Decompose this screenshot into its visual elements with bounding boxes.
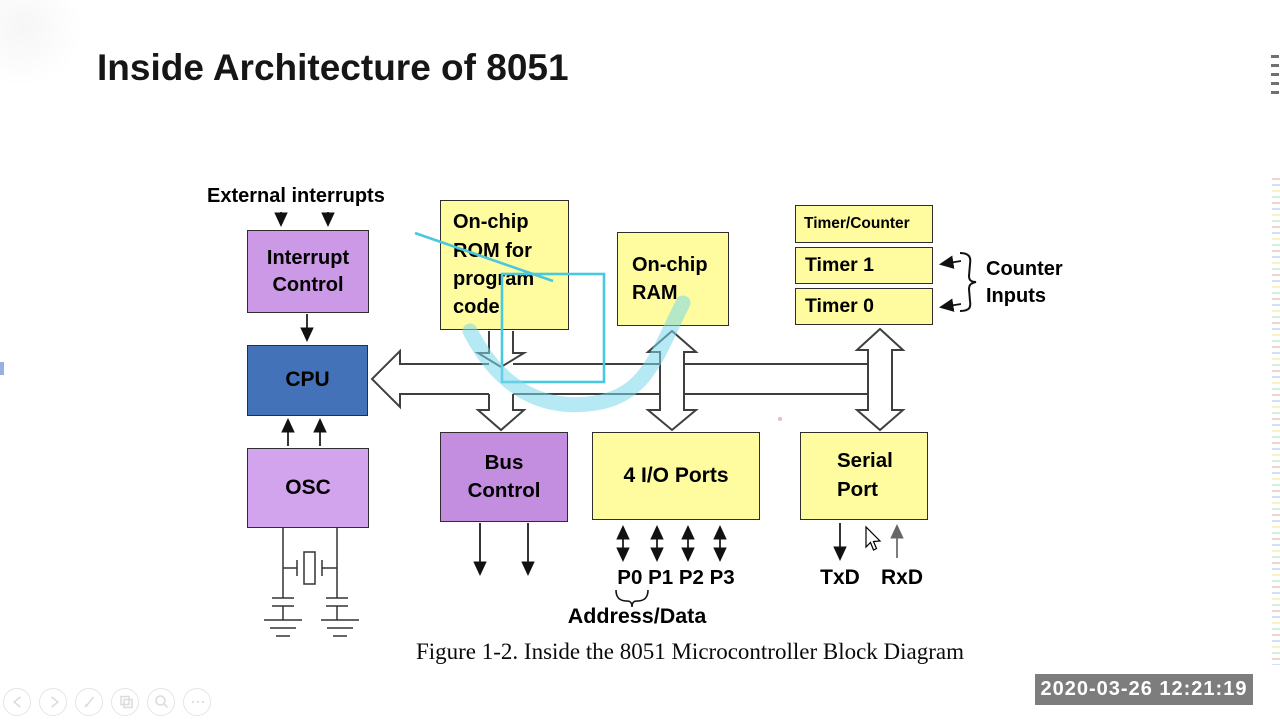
pen-button[interactable] bbox=[75, 688, 103, 716]
label-port-pins: P0 P1 P2 P3 bbox=[617, 566, 735, 589]
slides-icon bbox=[120, 695, 133, 709]
crystal-circuit bbox=[264, 528, 359, 637]
label-counter-inputs: Counter Inputs bbox=[986, 258, 1063, 307]
label-rxd: RxD bbox=[880, 566, 923, 589]
more-icon bbox=[191, 700, 205, 704]
previous-button[interactable] bbox=[3, 688, 31, 716]
label-txd: TxD bbox=[820, 566, 860, 589]
block-serial-port: Serial Port bbox=[800, 432, 928, 520]
mouse-cursor bbox=[865, 525, 882, 551]
play-button[interactable] bbox=[39, 688, 67, 716]
figure-caption: Figure 1-2. Inside the 8051 Microcontrol… bbox=[415, 639, 965, 664]
block-timer-counter: Timer/Counter bbox=[795, 205, 933, 243]
block-cpu: CPU bbox=[247, 345, 368, 416]
play-icon bbox=[51, 696, 60, 708]
corner-smudge bbox=[0, 0, 90, 90]
recording-timestamp: 2020-03-26 12:21:19 bbox=[1035, 674, 1253, 705]
block-timer1: Timer 1 bbox=[795, 247, 933, 284]
block-ram: On-chip RAM bbox=[617, 232, 729, 326]
block-timer0: Timer 0 bbox=[795, 288, 933, 325]
magnifier-icon bbox=[155, 695, 169, 709]
label-address-data: Address/Data bbox=[567, 604, 707, 628]
stray-dot bbox=[778, 417, 782, 421]
right-edge-artifact bbox=[1272, 178, 1280, 665]
block-osc: OSC bbox=[247, 448, 369, 528]
magnifier-button[interactable] bbox=[147, 688, 175, 716]
block-io-ports: 4 I/O Ports bbox=[592, 432, 760, 520]
left-edge-speck bbox=[0, 362, 4, 375]
pen-icon bbox=[84, 696, 95, 708]
block-bus-control: Bus Control bbox=[440, 432, 568, 522]
right-edge-artifact-top bbox=[1271, 55, 1279, 95]
page-title: Inside Architecture of 8051 bbox=[97, 47, 569, 88]
label-external-interrupts: External interrupts bbox=[207, 185, 385, 207]
block-rom: On-chip ROM for program code bbox=[440, 200, 569, 330]
system-bus bbox=[370, 327, 906, 432]
slides-button[interactable] bbox=[111, 688, 139, 716]
block-interrupt-control: Interrupt Control bbox=[247, 230, 369, 313]
more-button[interactable] bbox=[183, 688, 211, 716]
player-controls bbox=[3, 688, 211, 716]
previous-icon bbox=[12, 696, 21, 708]
